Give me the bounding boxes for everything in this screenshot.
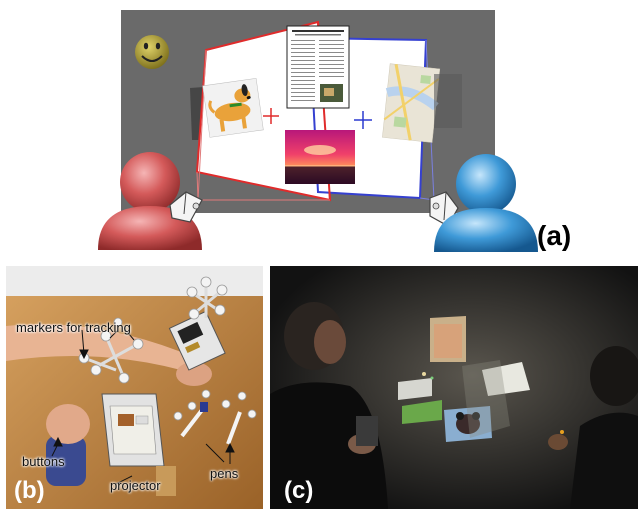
projected-image-left [398, 378, 432, 400]
panel-a-label: (a) [537, 220, 572, 251]
projected-image-right [482, 362, 530, 396]
map-image [382, 63, 441, 143]
handheld-projector-photo [6, 266, 263, 509]
panel-b-photo: markers for tracking buttons projector p… [6, 266, 263, 509]
dog-image [202, 78, 264, 138]
main-projector-device [46, 393, 176, 496]
panel-c-label: (c) [284, 477, 314, 504]
annotation-arrows [51, 327, 235, 485]
markers-annotation: markers for tracking [16, 320, 131, 335]
tracking-markers [186, 276, 228, 320]
panel-c-photo: (c) [270, 266, 638, 509]
projector-annotation: projector [110, 478, 161, 493]
document-image [286, 25, 350, 109]
red-projector-icon [169, 191, 203, 223]
blue-user-avatar [434, 154, 538, 252]
marker-tree-top [193, 284, 221, 318]
top-projector-device [168, 310, 226, 371]
red-cursor-icon [263, 108, 279, 124]
pens-annotation: pens [210, 466, 239, 481]
person-right [548, 346, 638, 509]
panel-a-illustration: (a) [98, 10, 572, 252]
shared-display-illustration [98, 10, 538, 252]
arm [6, 324, 202, 376]
projection-cone [462, 360, 510, 438]
multi-user-room-photo [270, 266, 638, 509]
tracking-markers [78, 317, 144, 384]
smiley-icon [135, 35, 169, 69]
hand [176, 362, 212, 386]
buttons-annotation: buttons [22, 454, 65, 469]
marker-tree-left [83, 335, 139, 379]
red-projector-ray [196, 171, 199, 201]
sunset-image [285, 130, 355, 184]
red-projector-ray [197, 49, 207, 201]
projected-image-green [402, 400, 442, 424]
panel-b-label: (b) [14, 477, 45, 504]
blue-cursor-icon [354, 111, 372, 129]
map-shadow [434, 74, 462, 128]
person-left [270, 302, 388, 509]
pens [173, 389, 257, 445]
